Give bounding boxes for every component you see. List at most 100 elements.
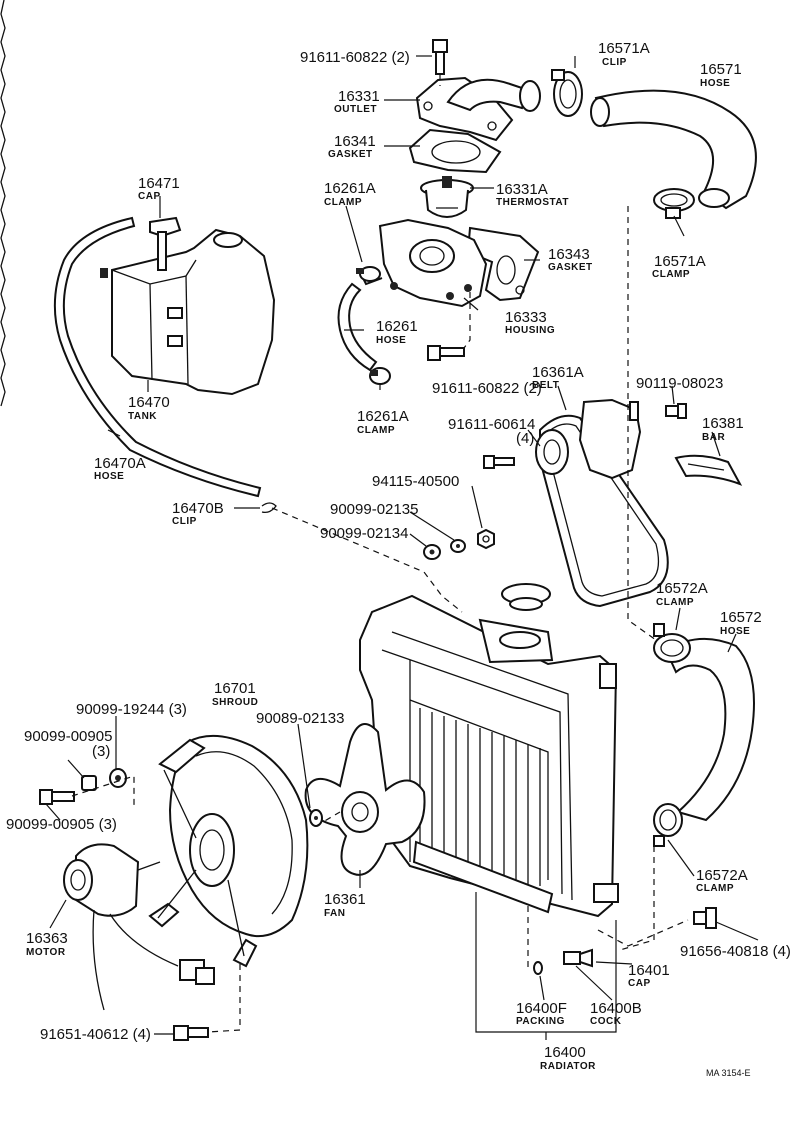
- label-clamp-upper-hose-num: 16571A: [654, 253, 706, 270]
- figure-reference: MA 3154-E: [706, 1068, 751, 1078]
- radiator-drawing: [359, 594, 619, 918]
- reservoir-tank-drawing: [100, 228, 276, 396]
- label-bar-num: 16381: [702, 415, 744, 432]
- label-gasket-outlet-num: 16341: [334, 133, 376, 150]
- tank-hose-drawing: [53, 216, 262, 498]
- label-bar-name: BAR: [702, 432, 725, 443]
- label-radiator-name: RADIATOR: [540, 1061, 596, 1072]
- lower-hose-clamp-bottom-drawing: [653, 803, 683, 847]
- label-bolt-91611-60614-a: 91611-60614: [448, 416, 535, 433]
- radiator-cap-drawing: [501, 583, 551, 611]
- bypass-hose-drawing: [337, 282, 378, 372]
- label-thermostat-name: THERMOSTAT: [496, 197, 569, 208]
- label-clamp-16261a-bottom-num: 16261A: [357, 408, 409, 425]
- bolt-90119-drawing: [665, 403, 687, 419]
- label-bolt-90119: 90119-08023: [636, 375, 723, 392]
- label-bolt-91651: 91651-40612 (4): [40, 1026, 151, 1043]
- label-belt-name: BELT: [532, 380, 559, 391]
- label-belt-num: 16361A: [532, 364, 584, 381]
- label-outlet-name: OUTLET: [334, 104, 377, 115]
- pulley-drawing: [535, 429, 569, 475]
- packing-drawing: [533, 961, 543, 975]
- fan-motor-drawing: [63, 843, 161, 917]
- water-outlet-drawing: [415, 76, 541, 142]
- label-clip-top-num: 16571A: [598, 40, 650, 57]
- label-motor-name: MOTOR: [26, 947, 66, 958]
- fan-belt-drawing: [539, 414, 669, 608]
- spacer-00905-drawing: [81, 775, 97, 791]
- label-clamp-16261a-top-num: 16261A: [324, 180, 376, 197]
- label-bolt-housing: 91611-60822 (2): [432, 380, 542, 397]
- label-bolt-outlet: 91611-60822 (2): [300, 49, 410, 66]
- label-hose-bypass-name: HOSE: [376, 335, 406, 346]
- label-bolt-00905: 90099-00905 (3): [6, 816, 117, 833]
- nut-drawing: [477, 528, 495, 550]
- label-drain-cock-name: COCK: [590, 1016, 622, 1027]
- label-washer-02133: 90089-02133: [256, 710, 344, 727]
- label-bolt-91656: 91656-40818 (4): [680, 943, 791, 960]
- label-outlet-num: 16331: [338, 88, 380, 105]
- label-hose-upper-name: HOSE: [700, 78, 730, 89]
- alternator-drawing: [578, 398, 642, 480]
- fan-shroud-drawing: [148, 734, 309, 968]
- label-clip-tank-hose-num: 16470B: [172, 500, 224, 517]
- lower-hose-clamp-top-drawing: [653, 623, 691, 663]
- upper-hose-drawing: [590, 89, 757, 210]
- washer-19244-drawing: [109, 768, 127, 788]
- label-clamp-upper-hose-name: CLAMP: [652, 269, 690, 280]
- label-cap-tank-name: CAP: [138, 191, 161, 202]
- torn-edge: [0, 0, 6, 407]
- upper-hose-clamp-drawing: [653, 188, 695, 219]
- leader-lines: [45, 55, 759, 1040]
- label-bolt-91611-60614-b: (4): [516, 430, 534, 447]
- outlet-gasket-drawing: [408, 128, 502, 174]
- label-hose-lower-name: HOSE: [720, 626, 750, 637]
- label-clamp-16261a-top-name: CLAMP: [324, 197, 362, 208]
- label-shroud-name: SHROUD: [212, 697, 258, 708]
- label-radiator-cap-name: CAP: [628, 978, 651, 989]
- label-housing-name: HOUSING: [505, 325, 555, 336]
- drain-cock-drawing: [563, 948, 593, 968]
- label-packing-name: PACKING: [516, 1016, 565, 1027]
- label-clamp-16261a-bottom-name: CLAMP: [357, 425, 395, 436]
- label-clip-top-name: CLIP: [602, 57, 627, 68]
- thermostat-drawing: [420, 176, 474, 218]
- assembly-dash-lines: [71, 74, 689, 1033]
- label-washer-02135: 90099-02135: [330, 501, 418, 518]
- label-hose-tank-num: 16470A: [94, 455, 146, 472]
- washer-02134-drawing: [423, 544, 441, 560]
- bolt-91656-drawing: [693, 907, 717, 929]
- label-fan-num: 16361: [324, 891, 366, 908]
- label-nut-94115: 94115-40500: [372, 473, 459, 490]
- housing-bolt-drawing: [427, 345, 465, 361]
- bolt-91611-60614-drawing: [483, 455, 515, 469]
- clip-16571a-drawing: [551, 69, 583, 117]
- bolt-00905-drawing: [39, 789, 75, 805]
- label-washer-19244: 90099-19244 (3): [76, 701, 187, 718]
- label-hose-lower-num: 16572: [720, 609, 762, 626]
- label-spacer-00905-a: 90099-00905: [24, 728, 112, 745]
- label-washer-02134: 90099-02134: [320, 525, 408, 542]
- label-packing-num: 16400F: [516, 1000, 567, 1017]
- fan-blade-drawing: [304, 723, 426, 876]
- label-motor-num: 16363: [26, 930, 68, 947]
- label-radiator-num: 16400: [544, 1044, 586, 1061]
- label-clamp-lower-top-num: 16572A: [656, 580, 708, 597]
- label-cap-tank-num: 16471: [138, 175, 180, 192]
- label-tank-name: TANK: [128, 411, 157, 422]
- radiator-core-fins: [419, 708, 541, 886]
- bypass-clamp-top-drawing: [356, 266, 381, 282]
- water-housing-drawing: [360, 218, 488, 308]
- label-tank-num: 16470: [128, 394, 170, 411]
- label-drain-cock-num: 16400B: [590, 1000, 642, 1017]
- outlet-bolt-drawing: [432, 39, 448, 75]
- label-housing-num: 16333: [505, 309, 547, 326]
- label-thermostat-num: 16331A: [496, 181, 548, 198]
- adjust-bar-drawing: [674, 454, 743, 486]
- label-clip-tank-hose-name: CLIP: [172, 516, 197, 527]
- label-gasket-housing-num: 16343: [548, 246, 590, 263]
- label-clamp-lower-top-name: CLAMP: [656, 597, 694, 608]
- label-hose-upper-num: 16571: [700, 61, 742, 78]
- bolt-91651-drawing: [173, 1025, 209, 1041]
